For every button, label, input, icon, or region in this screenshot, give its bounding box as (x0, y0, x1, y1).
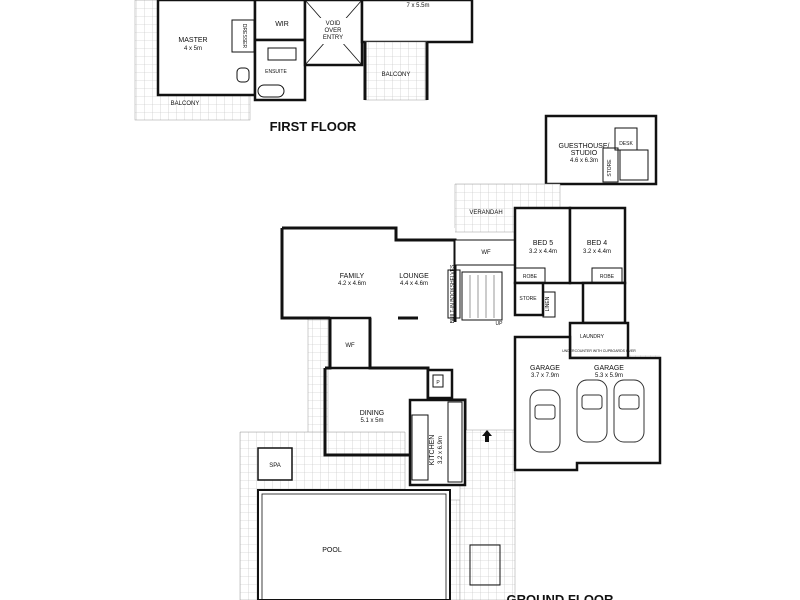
pool-steps (469, 544, 501, 586)
family-lounge-bg (282, 228, 455, 322)
pantry-label: P (436, 380, 440, 386)
balcony-right-area (364, 41, 428, 101)
pantry-inner (432, 374, 444, 388)
bed4-label: BED 4 (587, 240, 607, 247)
master-room (156, 0, 257, 97)
bed5-label: BED 5 (533, 240, 553, 247)
guest-store-box (602, 147, 619, 183)
guest-bath (619, 149, 649, 181)
balcony-left-label: BALCONY (171, 101, 200, 107)
family-lounge-wall-top (282, 226, 457, 322)
dining-dim: 5.1 x 5m (360, 418, 383, 424)
wf-mid-label: WF (345, 343, 355, 349)
bed4-dim: 3.2 x 4.4m (583, 249, 611, 255)
up-label: UP (496, 321, 504, 327)
garage1-label: GARAGE (530, 365, 560, 372)
dresser-label: DRESSER (241, 24, 247, 49)
pool (257, 489, 451, 600)
linen-label: LINEN (545, 296, 551, 311)
guesthouse-label-2: STUDIO (571, 150, 598, 157)
bedroom-top-right (360, 0, 474, 44)
car-3 (613, 379, 645, 443)
kitchen-label: KITCHEN (429, 435, 436, 466)
store-label: STORE (519, 296, 537, 302)
bookshelves-label: BUILT-IN BOOKSHELVES (450, 264, 456, 323)
garage2-dim: 5.3 x 5.9m (595, 373, 623, 379)
master-label: MASTER (178, 37, 207, 44)
bed5-room (513, 206, 572, 285)
stair-treads (469, 275, 495, 318)
ground-floor: VERANDAH WF BED 5 3.2 x 4.4m BED 4 3.2 x… (239, 183, 662, 600)
wf-top-label: WF (481, 250, 491, 256)
laundry-room (568, 321, 630, 360)
ground-floor-title: GROUND FLOOR (507, 592, 614, 600)
pool-inner (261, 493, 447, 600)
pantry-box (426, 368, 454, 400)
car-1 (529, 389, 561, 453)
lounge-label: LOUNGE (399, 273, 429, 280)
family-dim: 4.2 x 4.6m (338, 281, 366, 287)
bookshelves-box (447, 269, 461, 319)
garage1-dim: 3.7 x 7.9m (531, 373, 559, 379)
pool-label: POOL (322, 547, 342, 554)
entry-path (459, 429, 516, 600)
first-floor-title: FIRST FLOOR (270, 119, 357, 134)
kitchen-bench (447, 401, 463, 483)
guesthouse-dim: 4.6 x 6.3m (570, 158, 598, 164)
master-dim: 4 x 5m (184, 46, 202, 52)
top-right-dim: 7 x 5.5m (406, 3, 429, 9)
vanity (267, 47, 297, 61)
ensuite-label: ENSUITE (265, 69, 287, 75)
lounge-dim: 4.4 x 4.6m (400, 281, 428, 287)
balcony-right-label: BALCONY (382, 72, 411, 78)
spa (257, 447, 293, 481)
garage2-label: GARAGE (594, 365, 624, 372)
guesthouse: GUESTHOUSE/ STUDIO 4.6 x 6.3m DESK STORE (544, 114, 658, 186)
wf-top-box (454, 239, 516, 266)
desk-label: DESK (619, 141, 633, 147)
dining-label: DINING (360, 410, 385, 417)
wir-room (253, 0, 307, 42)
wir-label: WIR (275, 21, 289, 28)
toilet (236, 67, 250, 83)
void-label-1: VOID (326, 21, 341, 27)
entry-arrow (482, 430, 492, 442)
guest-store-label: STORE (607, 159, 613, 177)
laundry-label: LAUNDRY (580, 334, 604, 340)
family-wall-left (280, 228, 330, 320)
void-label-3: ENTRY (323, 35, 343, 41)
kitchen-island (411, 414, 429, 481)
void-label-bg (318, 18, 350, 44)
linen-box (542, 291, 556, 318)
verandah-label: VERANDAH (469, 210, 502, 216)
first-floor: MASTER 4 x 5m WIR DRESSER VOID OVER ENTR… (134, 0, 474, 134)
bathroom (581, 281, 627, 325)
ensuite-room (253, 38, 307, 102)
kitchen-dim: 3.2 x 6.9m (438, 436, 444, 464)
void-label-2: OVER (324, 28, 342, 34)
laundry-note: UNDERCOUNTER WITH CUPBOARDS OVER (562, 349, 636, 353)
bed5-dim: 3.2 x 4.4m (529, 249, 557, 255)
spa-label: SPA (269, 463, 281, 469)
robe5-label: ROBE (523, 274, 538, 280)
family-label: FAMILY (340, 273, 365, 280)
bath (257, 84, 285, 98)
car-2 (576, 379, 608, 443)
robe4-label: ROBE (600, 274, 615, 280)
guesthouse-label-1: GUESTHOUSE/ (559, 143, 610, 150)
kitchen-room (408, 398, 467, 487)
stair (461, 271, 503, 321)
